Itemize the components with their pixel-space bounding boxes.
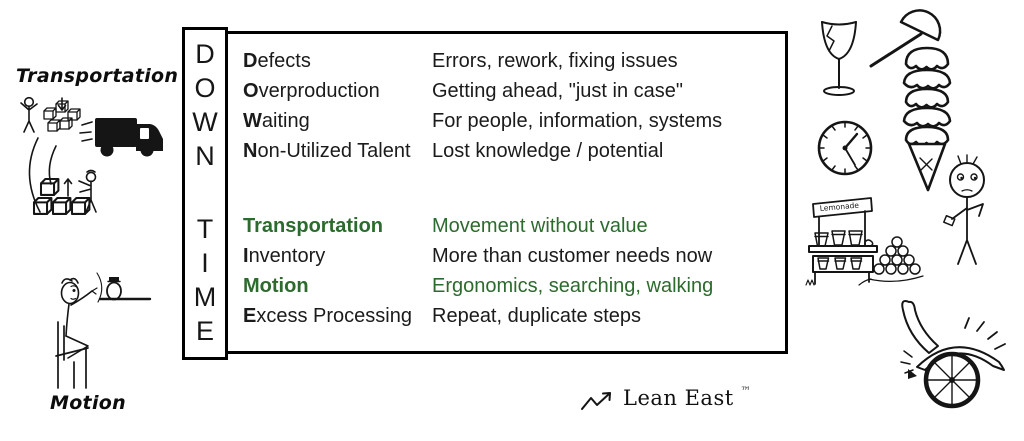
waste-term: Transportation — [243, 214, 384, 237]
lemon-pile-icon — [858, 236, 924, 286]
waste-row-non-utilized-talent: Non-Utilized Talent Lost knowledge / pot… — [228, 136, 785, 166]
acronym-letter: O — [194, 73, 216, 103]
waste-term: Non-Utilized Talent — [243, 139, 411, 162]
trademark-symbol: ™ — [740, 386, 751, 397]
embellished-wheel-icon — [900, 300, 1006, 409]
lemonade-stand-icon: Lemonade — [805, 197, 878, 286]
ice-cream-scoop-icon — [869, 9, 942, 68]
motion-lines-icon — [79, 121, 93, 142]
waste-row-excess-processing: Excess Processing Repeat, duplicate step… — [228, 301, 785, 331]
waste-description: For people, information, systems — [432, 109, 723, 132]
waste-description: Movement without value — [432, 214, 648, 237]
waste-term: Inventory — [243, 244, 326, 267]
waste-row-inventory: Inventory More than customer needs now — [228, 241, 785, 271]
motion-label: Motion — [50, 392, 126, 414]
acronym-letter: N — [195, 141, 215, 171]
acronym-letter: T — [196, 214, 214, 244]
acronym-letter: M — [193, 282, 217, 312]
waste-row-defects: Defects Errors, rework, fixing issues — [228, 46, 785, 76]
waste-description: Errors, rework, fixing issues — [432, 49, 678, 72]
stick-figure-tossing-boxes-icon — [20, 96, 38, 133]
waste-description: Repeat, duplicate steps — [432, 304, 642, 327]
waste-term: Overproduction — [243, 79, 380, 102]
waste-row-overproduction: Overproduction Getting ahead, "just in c… — [228, 76, 785, 106]
stick-figure-stacking-boxes-icon — [78, 169, 97, 213]
waste-term: Excess Processing — [243, 304, 412, 327]
acronym-letter: E — [195, 316, 214, 346]
transportation-illustration-icon — [20, 96, 163, 215]
lemonade-sign-label: Lemonade — [819, 201, 859, 213]
acronym-group-time: T I M E — [194, 212, 217, 348]
acronym-letter: D — [195, 39, 215, 69]
delivery-truck-icon — [79, 118, 163, 157]
trend-arrow-icon — [581, 392, 611, 410]
acronym-letter: I — [201, 248, 209, 278]
cracked-wine-glass-icon — [821, 21, 857, 96]
waste-term: Motion — [243, 274, 309, 297]
waste-description: Ergonomics, searching, walking — [432, 274, 714, 297]
brand-name: Lean East — [623, 386, 734, 410]
waste-description: Lost knowledge / potential — [432, 139, 664, 162]
group-gap — [228, 166, 785, 211]
stick-figure-reaching-from-chair-icon — [60, 272, 103, 359]
down-arrow-icon — [57, 97, 67, 111]
five-scoop-ice-cream-cone-icon — [902, 46, 952, 192]
up-arrow-icon — [63, 178, 73, 197]
waste-row-waiting: Waiting For people, information, systems — [228, 106, 785, 136]
wall-clock-icon — [817, 120, 873, 176]
winding-path-icon — [28, 137, 57, 213]
downtime-acronym-box: D O W N T I M E — [182, 27, 228, 360]
lean-east-logo: Lean East ™ — [580, 386, 751, 414]
waste-row-transportation: Transportation Movement without value — [228, 211, 785, 241]
waste-term: Waiting — [243, 109, 310, 132]
confused-stick-figure-icon — [943, 154, 985, 265]
jar-on-shelf-icon — [98, 277, 152, 301]
acronym-group-down: D O W N — [192, 37, 217, 173]
waste-description: Getting ahead, "just in case" — [432, 79, 684, 102]
chair-icon — [55, 321, 89, 389]
stacked-boxes-icon — [32, 177, 91, 215]
wastes-table: Defects Errors, rework, fixing issues Ov… — [225, 31, 788, 354]
transportation-label: Transportation — [16, 65, 179, 87]
acronym-letter: W — [192, 107, 218, 137]
waste-description: More than customer needs now — [432, 244, 713, 267]
motion-illustration-icon — [55, 272, 152, 389]
right-illustrations: Lemonade — [805, 9, 1006, 409]
waste-row-motion: Motion Ergonomics, searching, walking — [228, 271, 785, 301]
waste-term: Defects — [243, 49, 311, 72]
